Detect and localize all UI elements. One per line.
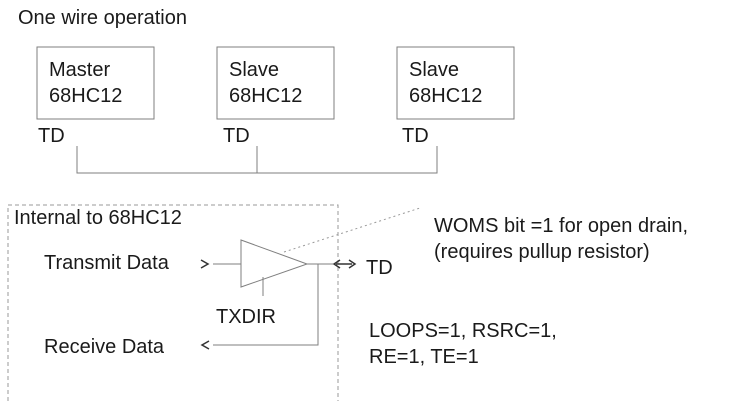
slave1-line2: 68HC12: [229, 85, 303, 107]
transmit-data-label: Transmit Data: [44, 252, 169, 274]
td-arrow-left-icon: [332, 259, 341, 269]
slave1-td-pin: TD: [223, 125, 250, 147]
internal-title: Internal to 68HC12: [14, 207, 182, 229]
slave1-label: Slave 68HC12: [229, 57, 302, 109]
loops-note-line1: LOOPS=1, RSRC=1,: [369, 320, 557, 342]
td-arrow-right-icon: [348, 259, 357, 269]
slave1-line1: Slave: [229, 59, 280, 81]
master-line1: Master: [49, 59, 111, 81]
loops-note-line2: RE=1, TE=1: [369, 346, 479, 368]
internal-boundary: [7, 204, 339, 401]
woms-callout-line: [283, 207, 421, 253]
master-line2: 68HC12: [49, 85, 123, 107]
transmit-arrow-icon: [200, 259, 210, 269]
master-label: Master 68HC12: [49, 57, 122, 109]
slave2-td-pin: TD: [402, 125, 429, 147]
slave2-line1: Slave: [409, 59, 460, 81]
slave2-line2: 68HC12: [409, 85, 483, 107]
master-box: [36, 46, 155, 120]
slave2-box: [396, 46, 515, 120]
buffer-triangle: [240, 239, 309, 288]
master-td-pin: TD: [38, 125, 65, 147]
woms-note-line1: WOMS bit =1 for open drain,: [434, 215, 689, 237]
receive-arrow-icon: [200, 340, 210, 350]
txdir-label: TXDIR: [216, 306, 276, 328]
woms-note-line2: (requires pullup resistor): [434, 241, 650, 263]
slave1-box: [216, 46, 335, 120]
receive-path-line: [213, 264, 319, 346]
slave2-label: Slave 68HC12: [409, 57, 482, 109]
receive-data-label: Receive Data: [44, 336, 165, 358]
td-output-label: TD: [366, 257, 393, 279]
diagram-title: One wire operation: [18, 7, 187, 29]
